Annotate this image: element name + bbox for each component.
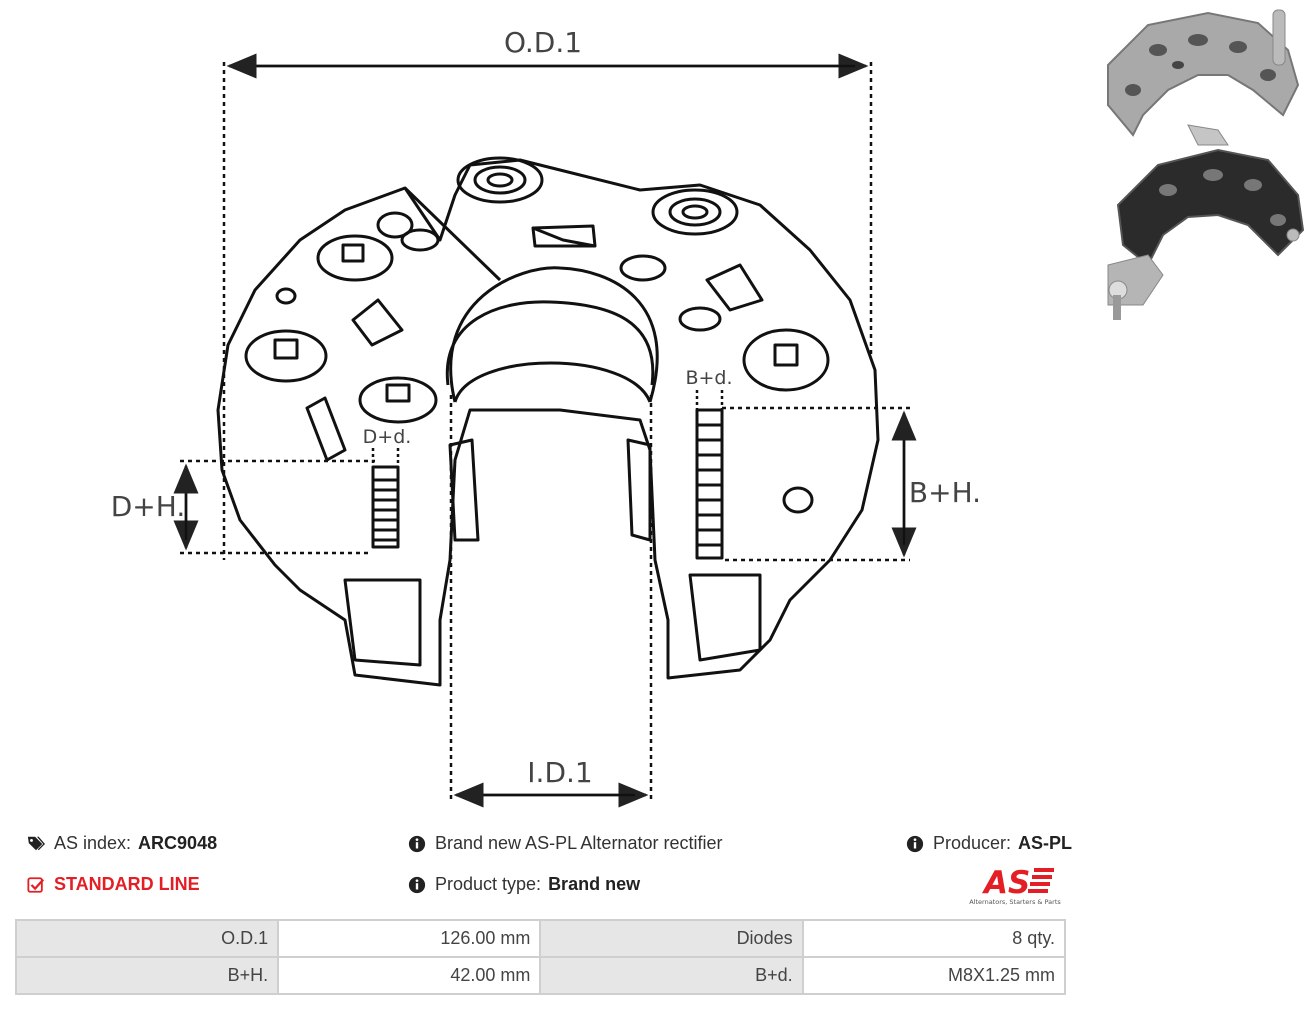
- spec-key: O.D.1: [14, 919, 280, 958]
- product-type-row: Product type: Brand new: [408, 874, 640, 895]
- as-logo: AS Alternators, Starters & Parts: [969, 865, 1061, 906]
- bh-label: B+H.: [909, 476, 981, 509]
- info-circle-icon: [408, 835, 426, 852]
- logo-mark: AS: [981, 865, 1030, 901]
- producer-row: Producer: AS-PL: [906, 833, 1072, 854]
- line-row: STANDARD LINE: [27, 874, 200, 895]
- info-circle-icon: [906, 835, 924, 852]
- producer-label: Producer:: [933, 833, 1012, 853]
- spec-value: 126.00 mm: [277, 919, 542, 958]
- spec-table: O.D.1 126.00 mm Diodes 8 qty. B+H. 42.00…: [14, 919, 1067, 995]
- as-index-row: AS index: ARC9048: [27, 833, 217, 854]
- technical-drawing: O.D.1 I.D.1 D+H. D+d. B+H. B+d.: [111, 26, 981, 808]
- product-description: Brand new AS-PL Alternator rectifier: [435, 833, 723, 853]
- bd-label: B+d.: [685, 367, 732, 389]
- table-row: O.D.1 126.00 mm Diodes 8 qty.: [14, 919, 1067, 958]
- check-square-icon: [27, 876, 45, 893]
- producer-value: AS-PL: [1018, 833, 1073, 853]
- dh-label: D+H.: [111, 490, 185, 523]
- as-index-value: ARC9048: [138, 833, 218, 853]
- od1-label: O.D.1: [504, 26, 582, 59]
- tags-icon: [27, 836, 45, 850]
- product-photo-top: [1107, 9, 1300, 146]
- dd-label: D+d.: [363, 426, 412, 448]
- spec-key: B+d.: [539, 956, 804, 995]
- logo-tagline: Alternators, Starters & Parts: [969, 898, 1061, 906]
- spec-value: M8X1.25 mm: [801, 956, 1067, 995]
- id1-label: I.D.1: [527, 756, 592, 789]
- spec-key: B+H.: [14, 956, 280, 995]
- as-index-label: AS index:: [54, 833, 132, 853]
- product-type-label: Product type:: [435, 874, 542, 894]
- info-circle-icon: [408, 876, 426, 893]
- standard-line-badge: STANDARD LINE: [54, 874, 200, 894]
- spec-value: 8 qty.: [801, 919, 1067, 958]
- product-type-value: Brand new: [548, 874, 641, 894]
- description-row: Brand new AS-PL Alternator rectifier: [408, 833, 722, 854]
- spec-value: 42.00 mm: [277, 956, 542, 995]
- table-row: B+H. 42.00 mm B+d. M8X1.25 mm: [14, 956, 1067, 995]
- spec-key: Diodes: [539, 919, 804, 958]
- product-photo-bottom: [1107, 148, 1305, 320]
